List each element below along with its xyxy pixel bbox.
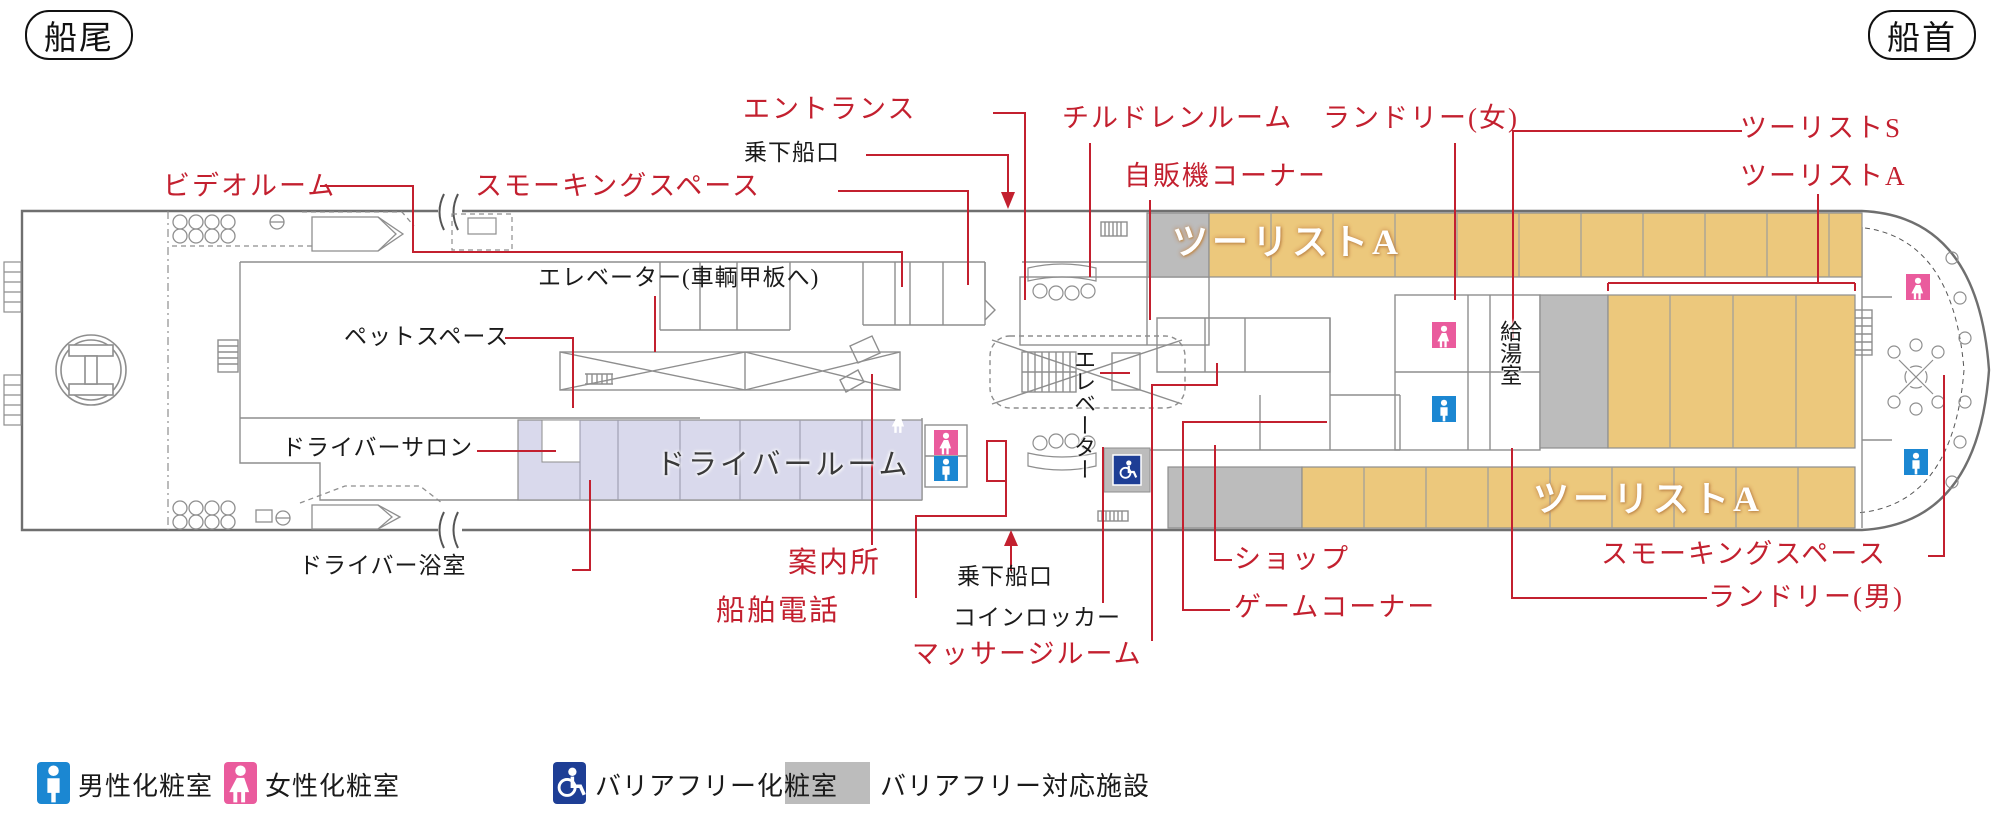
bow-label: 船首 bbox=[1887, 21, 1957, 57]
driver-room-band-label: ドライバールーム bbox=[656, 449, 911, 481]
tourist-a-zone-top bbox=[1208, 212, 1863, 278]
barrier-free-restroom-icon bbox=[1112, 454, 1142, 486]
label-tourist-s: ツーリストS bbox=[1740, 113, 1903, 143]
boarding-arrow-bottom bbox=[1004, 530, 1018, 546]
stern-smoking-structure bbox=[451, 213, 513, 251]
label-coin-locker: コインロッカー bbox=[953, 605, 1121, 630]
legend-label-mens: 男性化粧室 bbox=[78, 772, 214, 801]
label-driver-salon: ドライバーサロン bbox=[282, 435, 474, 460]
lounge-furniture bbox=[1027, 251, 1972, 489]
label-ship-phone: 船舶電話 bbox=[716, 595, 841, 627]
driver-room-zone bbox=[517, 419, 923, 501]
label-laundry-men: ランドリー(男) bbox=[1708, 582, 1904, 612]
label-driver-bath: ドライバー浴室 bbox=[299, 553, 467, 578]
break-marks bbox=[438, 193, 462, 549]
legend-label-womens: 女性化粧室 bbox=[265, 772, 401, 801]
life-rafts-bottom bbox=[172, 500, 291, 530]
stern-ramps bbox=[3, 261, 22, 426]
label-vending-corner: 自販機コーナー bbox=[1124, 161, 1327, 191]
label-shop: ショップ bbox=[1234, 544, 1350, 574]
barrier-free-restroom-icon bbox=[553, 762, 586, 804]
lifeboat-bottom bbox=[299, 485, 443, 530]
barrier-free-zone-top bbox=[1146, 212, 1210, 278]
helipad bbox=[55, 334, 127, 406]
barrier-free-area-swatch bbox=[785, 762, 870, 804]
label-video-room: ビデオルーム bbox=[163, 171, 337, 201]
tourist-a-zone-bottom bbox=[1301, 466, 1856, 529]
leader-lines bbox=[320, 112, 1945, 641]
barrier-free-zone-middle bbox=[1539, 294, 1609, 449]
stern-label: 船尾 bbox=[44, 21, 114, 57]
label-tourist-a: ツーリストA bbox=[1740, 161, 1907, 191]
label-elevator-vehicle-deck: エレベーター(車輌甲板へ) bbox=[538, 265, 820, 290]
tourist-s-zone bbox=[1607, 294, 1856, 449]
label-children-room: チルドレンルーム bbox=[1062, 103, 1294, 133]
stern-badge: 船尾 bbox=[25, 10, 133, 60]
label-elevator: エレベーター bbox=[1071, 348, 1097, 480]
plan-restroom-icons bbox=[891, 274, 1930, 486]
interior-walls bbox=[217, 221, 1892, 528]
label-boarding-gate-bottom: 乗下船口 bbox=[957, 564, 1053, 589]
bow-badge: 船首 bbox=[1868, 10, 1976, 60]
label-laundry-women: ランドリー(女) bbox=[1323, 103, 1519, 133]
label-boarding-gate-top: 乗下船口 bbox=[744, 140, 840, 165]
label-massage-room: マッサージルーム bbox=[912, 639, 1143, 669]
legend-icons bbox=[37, 762, 870, 804]
label-smoking-space-bow: スモーキングスペース bbox=[1601, 539, 1887, 569]
tourist-a-band-bottom-label: ツーリストA bbox=[1533, 479, 1763, 519]
label-hot-water-room: 給湯室 bbox=[1497, 320, 1523, 386]
bow-inner-dashed-line bbox=[1855, 226, 1965, 514]
label-smoking-space-top: スモーキングスペース bbox=[475, 171, 761, 201]
label-information: 案内所 bbox=[788, 547, 882, 579]
tourist-a-band-top-label: ツーリストA bbox=[1172, 222, 1402, 262]
label-pet-space: ペットスペース bbox=[344, 324, 510, 349]
ship-phone-booth bbox=[986, 440, 1007, 482]
lifeboat-top bbox=[302, 211, 415, 252]
legend-label-barrier-free-restroom: バリアフリー化粧室 bbox=[595, 772, 839, 801]
cabin-zones bbox=[517, 212, 1863, 529]
boarding-arrow-top bbox=[1001, 192, 1015, 209]
legend-label-barrier-free-area: バリアフリー対応施設 bbox=[880, 772, 1151, 801]
barrier-free-zone-bottom bbox=[1167, 466, 1303, 529]
label-game-corner: ゲームコーナー bbox=[1234, 592, 1437, 622]
label-entrance: エントランス bbox=[743, 94, 917, 124]
